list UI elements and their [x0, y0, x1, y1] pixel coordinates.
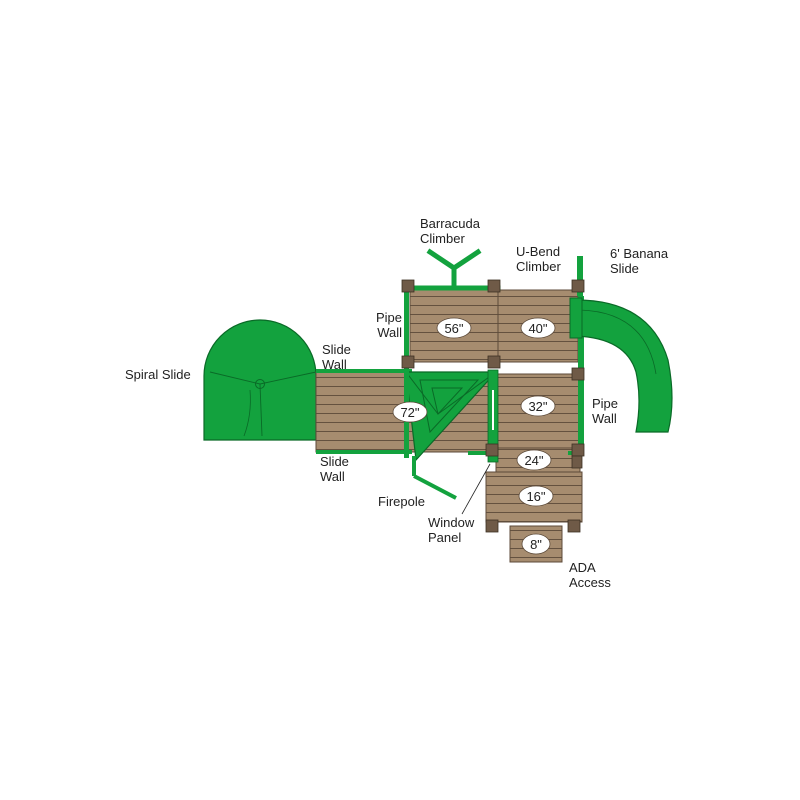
label-firepole: Firepole [378, 494, 425, 509]
height-badge-8: 8" [521, 533, 551, 555]
height-badge-40: 40" [520, 317, 556, 339]
height-badge-32: 32" [520, 395, 556, 417]
slide-wall-top-rail [316, 369, 412, 373]
height-badge-16: 16" [518, 485, 554, 507]
u-bend-climber [577, 256, 583, 296]
height-badge-72: 72" [392, 401, 428, 423]
height-badge-24: 24" [516, 449, 552, 471]
height-label-56: 56" [444, 321, 463, 336]
rail-deck-24 [468, 451, 492, 455]
height-badge-56: 56" [436, 317, 472, 339]
height-label-8: 8" [530, 537, 542, 552]
banana-slide [569, 297, 673, 433]
height-label-40: 40" [528, 321, 547, 336]
height-label-16: 16" [526, 489, 545, 504]
slide-wall-bottom-rail [316, 450, 412, 454]
height-label-72: 72" [400, 405, 419, 420]
height-label-32: 32" [528, 399, 547, 414]
posts [401, 279, 585, 533]
pipe-wall-left [404, 288, 409, 458]
firepole [412, 456, 457, 500]
height-label-24: 24" [524, 453, 543, 468]
window-panel-leader [461, 463, 491, 515]
label-spiral-slide: Spiral Slide [125, 367, 191, 382]
barracuda-climber [405, 248, 501, 291]
spiral-slide [203, 319, 317, 441]
